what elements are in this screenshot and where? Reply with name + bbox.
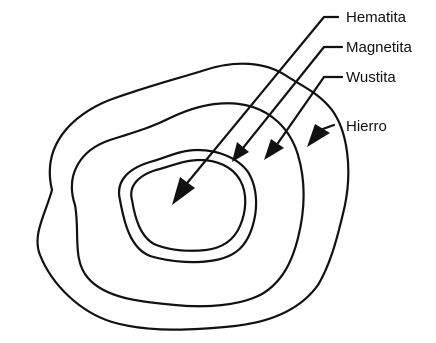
arrowhead-hematita bbox=[172, 177, 195, 205]
inner-layer-magnetita bbox=[119, 150, 256, 262]
arrowhead-wustita bbox=[264, 139, 284, 160]
core-hematita bbox=[131, 160, 245, 251]
outer-layer-hierro bbox=[37, 64, 348, 330]
label-magnetita: Magnetita bbox=[346, 39, 413, 56]
label-hematita: Hematita bbox=[346, 9, 407, 26]
label-wustita: Wustita bbox=[346, 69, 396, 86]
leader-line-hematita bbox=[188, 17, 338, 182]
label-hierro: Hierro bbox=[346, 118, 387, 135]
middle-layer-wustita bbox=[72, 103, 304, 306]
